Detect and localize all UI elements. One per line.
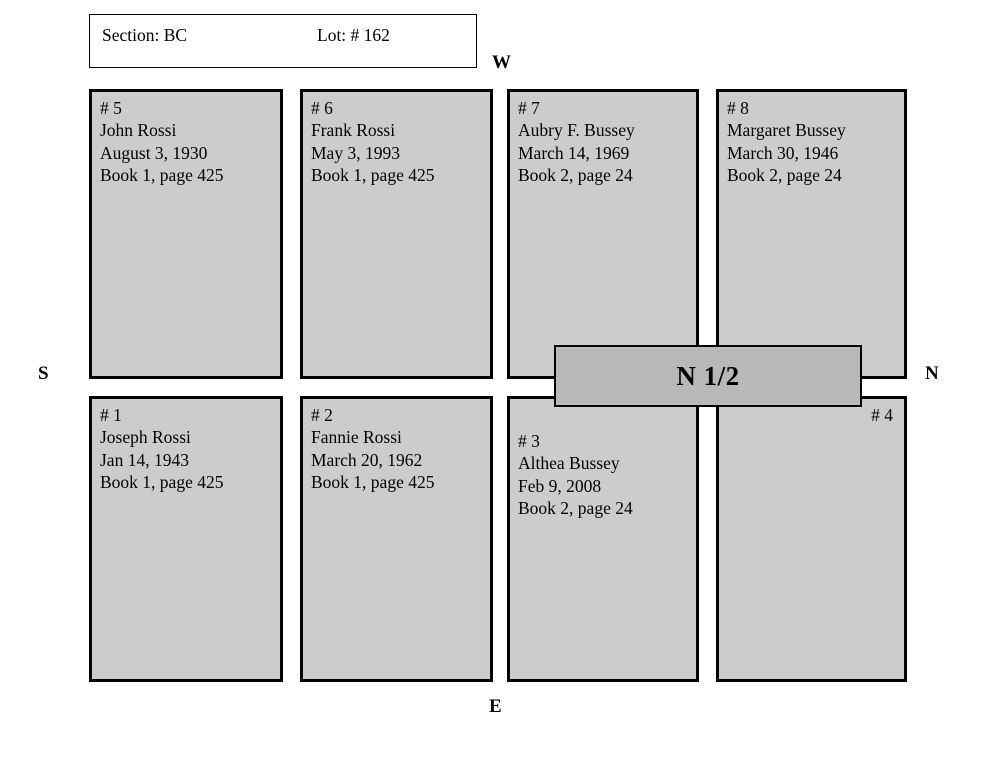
plot-number-1: # 1 — [100, 405, 122, 425]
plot-reference-5: Book 1, page 425 — [100, 164, 224, 185]
plot-number-3: # 3 — [518, 431, 540, 451]
plot-text-2: # 2 Fannie Rossi March 20, 1962 Book 1, … — [311, 404, 434, 493]
plot-number-7: # 7 — [518, 98, 540, 118]
plot-text-4: # 4 — [871, 404, 893, 426]
plot-cell-3[interactable]: # 3 Althea Bussey Feb 9, 2008 Book 2, pa… — [507, 396, 699, 682]
compass-label-west: W — [492, 52, 511, 73]
north-half-banner: N 1/2 — [554, 345, 862, 407]
plot-name-8: Margaret Bussey — [727, 120, 846, 141]
plot-cell-8[interactable]: # 8 Margaret Bussey March 30, 1946 Book … — [716, 89, 907, 379]
plot-name-6: Frank Rossi — [311, 120, 396, 141]
lot-value: 162 — [363, 25, 390, 45]
plot-reference-8: Book 2, page 24 — [727, 164, 842, 185]
plot-text-6: # 6 Frank Rossi May 3, 1993 Book 1, page… — [311, 97, 434, 186]
plot-reference-6: Book 1, page 425 — [311, 164, 435, 185]
plot-name-7: Aubry F. Bussey — [518, 120, 635, 141]
lot-header-box: Section: BC Lot: # 162 — [89, 14, 477, 68]
plot-text-7: # 7 Aubry F. Bussey March 14, 1969 Book … — [518, 97, 635, 186]
plot-date-1: Jan 14, 1943 — [100, 449, 189, 470]
plot-number-2: # 2 — [311, 405, 333, 425]
plot-number-4: # 4 — [871, 405, 893, 425]
plot-text-1: # 1 Joseph Rossi Jan 14, 1943 Book 1, pa… — [100, 404, 223, 493]
plot-name-5: John Rossi — [100, 120, 177, 141]
plot-date-8: March 30, 1946 — [727, 142, 839, 163]
plot-cell-2[interactable]: # 2 Fannie Rossi March 20, 1962 Book 1, … — [300, 396, 493, 682]
plot-reference-7: Book 2, page 24 — [518, 164, 633, 185]
plot-cell-7[interactable]: # 7 Aubry F. Bussey March 14, 1969 Book … — [507, 89, 699, 379]
plot-cell-5[interactable]: # 5 John Rossi August 3, 1930 Book 1, pa… — [89, 89, 283, 379]
plot-date-2: March 20, 1962 — [311, 449, 423, 470]
plot-number-8: # 8 — [727, 98, 749, 118]
plot-date-7: March 14, 1969 — [518, 142, 630, 163]
plot-date-6: May 3, 1993 — [311, 142, 400, 163]
plot-cell-1[interactable]: # 1 Joseph Rossi Jan 14, 1943 Book 1, pa… — [89, 396, 283, 682]
plot-cell-6[interactable]: # 6 Frank Rossi May 3, 1993 Book 1, page… — [300, 89, 493, 379]
plot-name-2: Fannie Rossi — [311, 427, 402, 448]
compass-label-east: E — [489, 696, 502, 717]
plot-cell-4[interactable]: # 4 — [716, 396, 907, 682]
section-field: Section: BC — [102, 25, 187, 46]
section-value: BC — [163, 25, 188, 45]
plot-text-8: # 8 Margaret Bussey March 30, 1946 Book … — [727, 97, 846, 186]
plot-number-5: # 5 — [100, 98, 122, 118]
plot-reference-1: Book 1, page 425 — [100, 471, 224, 492]
plot-reference-2: Book 1, page 425 — [311, 471, 435, 492]
lot-field: Lot: # 162 — [317, 25, 390, 46]
plot-date-3: Feb 9, 2008 — [518, 475, 602, 496]
north-half-label: N 1/2 — [676, 360, 740, 391]
plot-name-1: Joseph Rossi — [100, 427, 191, 448]
plot-text-3: # 3 Althea Bussey Feb 9, 2008 Book 2, pa… — [518, 430, 633, 519]
section-label: Section: — [102, 25, 160, 45]
plot-number-6: # 6 — [311, 98, 333, 118]
plot-date-5: August 3, 1930 — [100, 142, 208, 163]
plot-text-5: # 5 John Rossi August 3, 1930 Book 1, pa… — [100, 97, 223, 186]
plot-name-3: Althea Bussey — [518, 453, 620, 474]
compass-label-south: S — [38, 363, 49, 384]
plot-reference-3: Book 2, page 24 — [518, 497, 633, 518]
lot-label: Lot: # — [317, 25, 360, 45]
compass-label-north: N — [925, 363, 939, 384]
